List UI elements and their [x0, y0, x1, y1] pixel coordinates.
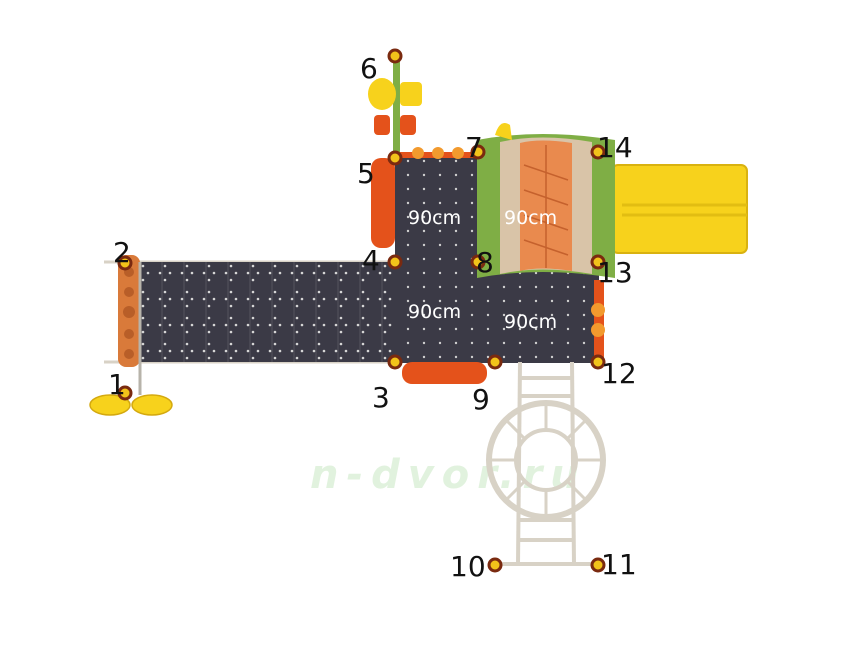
platform-lower-right	[477, 263, 599, 363]
post-9-marker	[487, 354, 503, 370]
post-1-marker	[117, 385, 133, 401]
post-8-marker	[470, 254, 486, 270]
platform-lower-left	[395, 263, 477, 363]
net-ladder	[486, 361, 606, 566]
spring-seat-right	[131, 394, 173, 416]
post-label: 3	[372, 381, 390, 414]
post-2-marker	[117, 255, 133, 271]
bridge-deck	[140, 262, 398, 362]
post-4-marker	[387, 254, 403, 270]
post-label: 8	[476, 246, 494, 279]
rope-bridge	[89, 255, 400, 416]
post-13-marker	[590, 254, 606, 270]
slide	[611, 164, 748, 254]
post-label: 1	[108, 368, 126, 401]
platform-height-label: 90cm	[504, 311, 557, 333]
post-label: 11	[601, 548, 637, 581]
post-label: 5	[357, 157, 375, 190]
post-labels: 1 2 3 4 5 6 7 8 9 10 11 12 13 14	[108, 52, 637, 583]
tower-deck	[371, 147, 605, 384]
spring-seat-left	[89, 394, 131, 416]
post-14-marker	[590, 144, 606, 160]
post-5-marker	[387, 150, 403, 166]
posts	[117, 48, 606, 573]
post-label: 6	[360, 52, 378, 85]
post-11-marker	[590, 557, 606, 573]
post-label: 13	[597, 256, 633, 289]
exit-step	[402, 362, 487, 384]
platform-height-label: 90cm	[408, 207, 461, 229]
post-10-marker	[487, 557, 503, 573]
platform-height-label: 90cm	[408, 301, 461, 323]
post-label: 9	[472, 383, 490, 416]
post-6-marker	[387, 48, 403, 64]
watermark-site-text: n-dvor.ru	[310, 452, 587, 498]
post-label: 14	[597, 131, 633, 164]
platform-upper-left	[395, 158, 477, 263]
right-rail	[594, 280, 604, 360]
periscope-panel	[368, 58, 422, 158]
post-12-marker	[590, 354, 606, 370]
roof	[477, 122, 615, 278]
post-7-marker	[470, 144, 486, 160]
post-label: 12	[601, 357, 637, 390]
height-labels: 90cm 90cm 90cm 90cm	[408, 207, 557, 333]
post-label: 2	[113, 236, 131, 269]
tower-side-panel	[371, 158, 395, 248]
post-3-marker	[387, 354, 403, 370]
platform-height-label: 90cm	[504, 207, 557, 229]
post-label: 10	[450, 550, 486, 583]
telescope-icon	[368, 78, 396, 110]
post-label: 4	[362, 244, 380, 277]
post-label: 7	[465, 131, 483, 164]
